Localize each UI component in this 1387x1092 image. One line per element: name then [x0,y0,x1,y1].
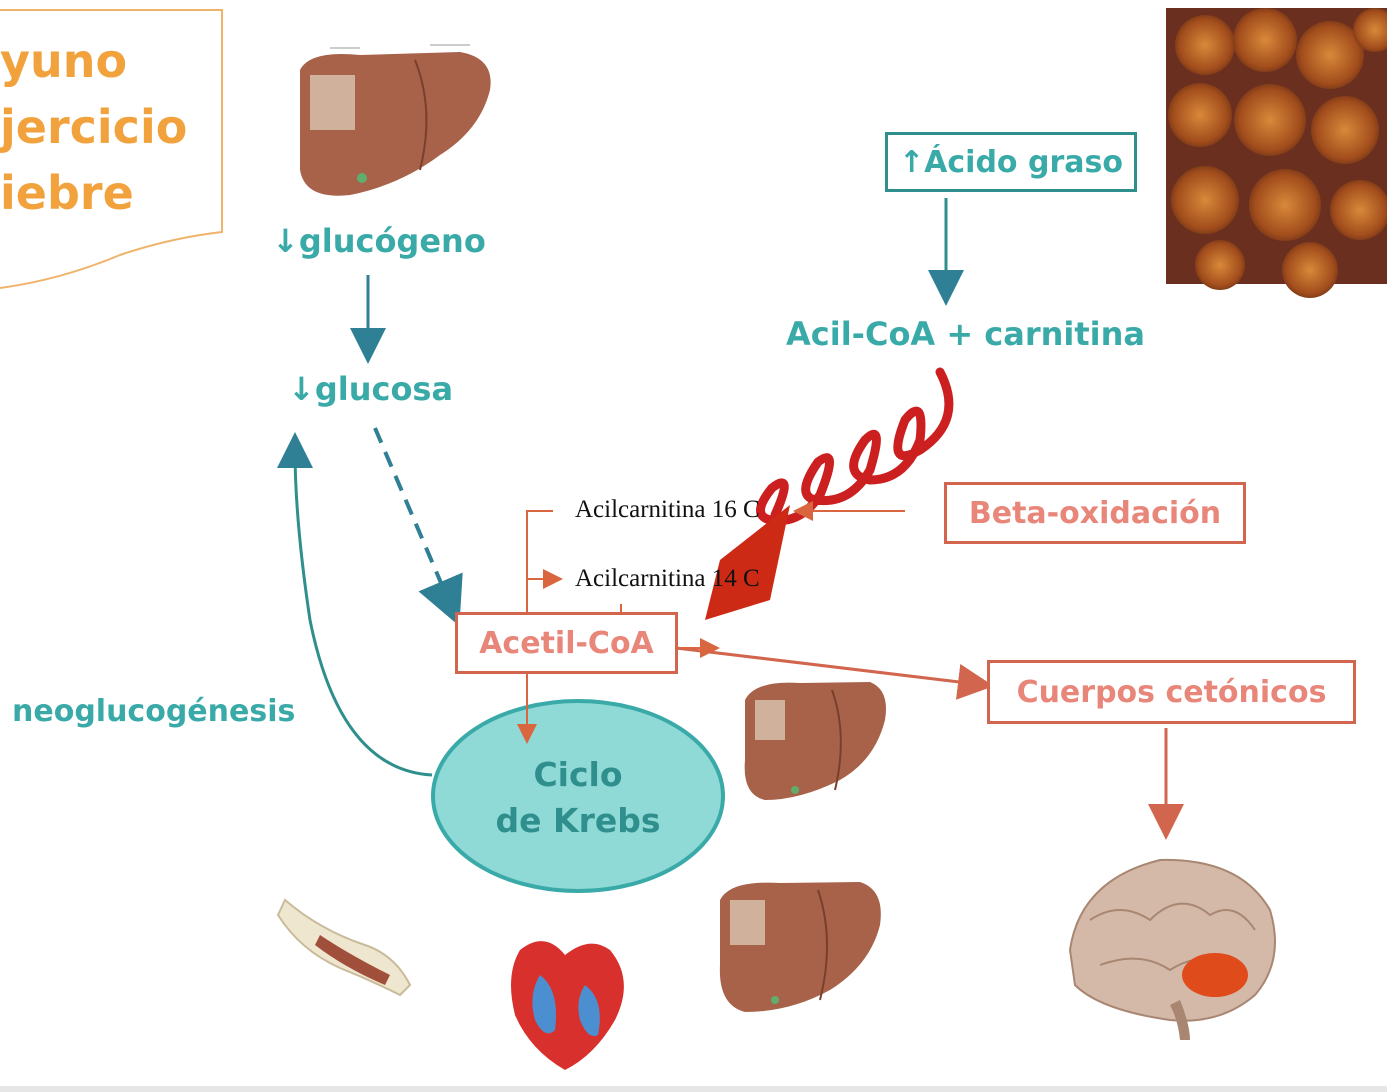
acylcarnitine-16-annotation: Acilcarnitina 16 C [575,496,760,524]
ketone-bodies-label: Cuerpos cetónicos [1017,675,1327,710]
arrow-krebs-to-glucose [295,450,432,775]
condition-list: yuno jercicio iebre [0,28,187,226]
condition-fever: iebre [0,160,187,226]
fatty-acid-box: ↑Ácido graso [885,132,1137,192]
acetylcoa-box: Acetil-CoA [455,612,678,674]
neoglucogenesis-label: neoglucogénesis [12,694,295,729]
krebs-label: Ciclo de Krebs [470,752,686,844]
beta-oxidation-box: Beta-oxidación [944,482,1246,544]
fat-tissue-image [1166,8,1387,298]
ketone-bodies-box: Cuerpos cetónicos [987,660,1356,724]
liver-top-icon [300,45,491,196]
acylcoa-carnitine-label: Acil-CoA + carnitina [786,315,1145,353]
muscle-icon [278,900,410,995]
arrow-glucose-to-acetylcoa [375,428,450,604]
liver-middle-icon [745,682,886,800]
glycogen-label: ↓glucógeno [272,222,486,260]
krebs-label-line2: de Krebs [470,798,686,844]
beta-oxidation-label: Beta-oxidación [969,496,1221,531]
glucose-label: ↓glucosa [288,370,453,408]
condition-fasting: yuno [0,28,187,94]
krebs-label-line1: Ciclo [470,752,686,798]
heart-icon [511,941,624,1070]
liver-bottom-icon [720,882,881,1012]
fatty-acid-label: ↑Ácido graso [899,145,1123,180]
brain-icon [1070,860,1275,1040]
acetylcoa-label: Acetil-CoA [479,626,654,661]
acylcarnitine-14-annotation: Acilcarnitina 14 C [575,565,760,593]
bottom-bar [0,1086,1387,1092]
condition-exercise: jercicio [0,94,187,160]
arrow-acetylcoa-to-ketones [676,648,976,684]
